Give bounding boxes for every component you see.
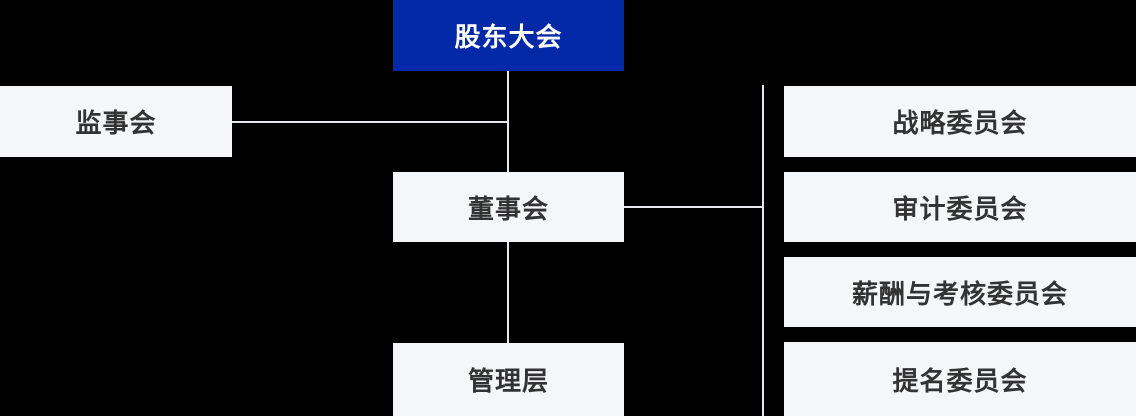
connector-supervisory-to-center [232,121,508,123]
org-node-remuneration-assessment-committee-label: 薪酬与考核委员会 [851,278,1068,309]
org-node-management: 管理层 [393,343,624,416]
org-node-nomination-committee: 提名委员会 [784,342,1136,416]
org-node-strategy-committee-label: 战略委员会 [892,108,1028,138]
org-node-supervisory-board-label: 监事会 [75,108,157,138]
org-node-shareholders-meeting: 股东大会 [393,0,624,71]
org-node-nomination-committee-label: 提名委员会 [892,365,1028,396]
connector-root-to-board [507,71,509,172]
org-node-remuneration-assessment-committee: 薪酬与考核委员会 [784,257,1136,327]
connector-committee-spine [762,85,764,416]
connector-board-to-management [507,242,509,343]
org-node-shareholders-meeting-label: 股东大会 [454,22,563,52]
org-node-supervisory-board: 监事会 [0,86,232,157]
org-node-management-label: 管理层 [467,366,549,396]
org-node-audit-committee: 审计委员会 [784,172,1136,242]
org-node-strategy-committee: 战略委员会 [784,86,1136,157]
connector-board-to-committee-spine [624,206,763,208]
org-node-audit-committee-label: 审计委员会 [892,193,1028,224]
org-node-board-of-directors-label: 董事会 [467,193,549,224]
org-node-board-of-directors: 董事会 [393,172,624,242]
